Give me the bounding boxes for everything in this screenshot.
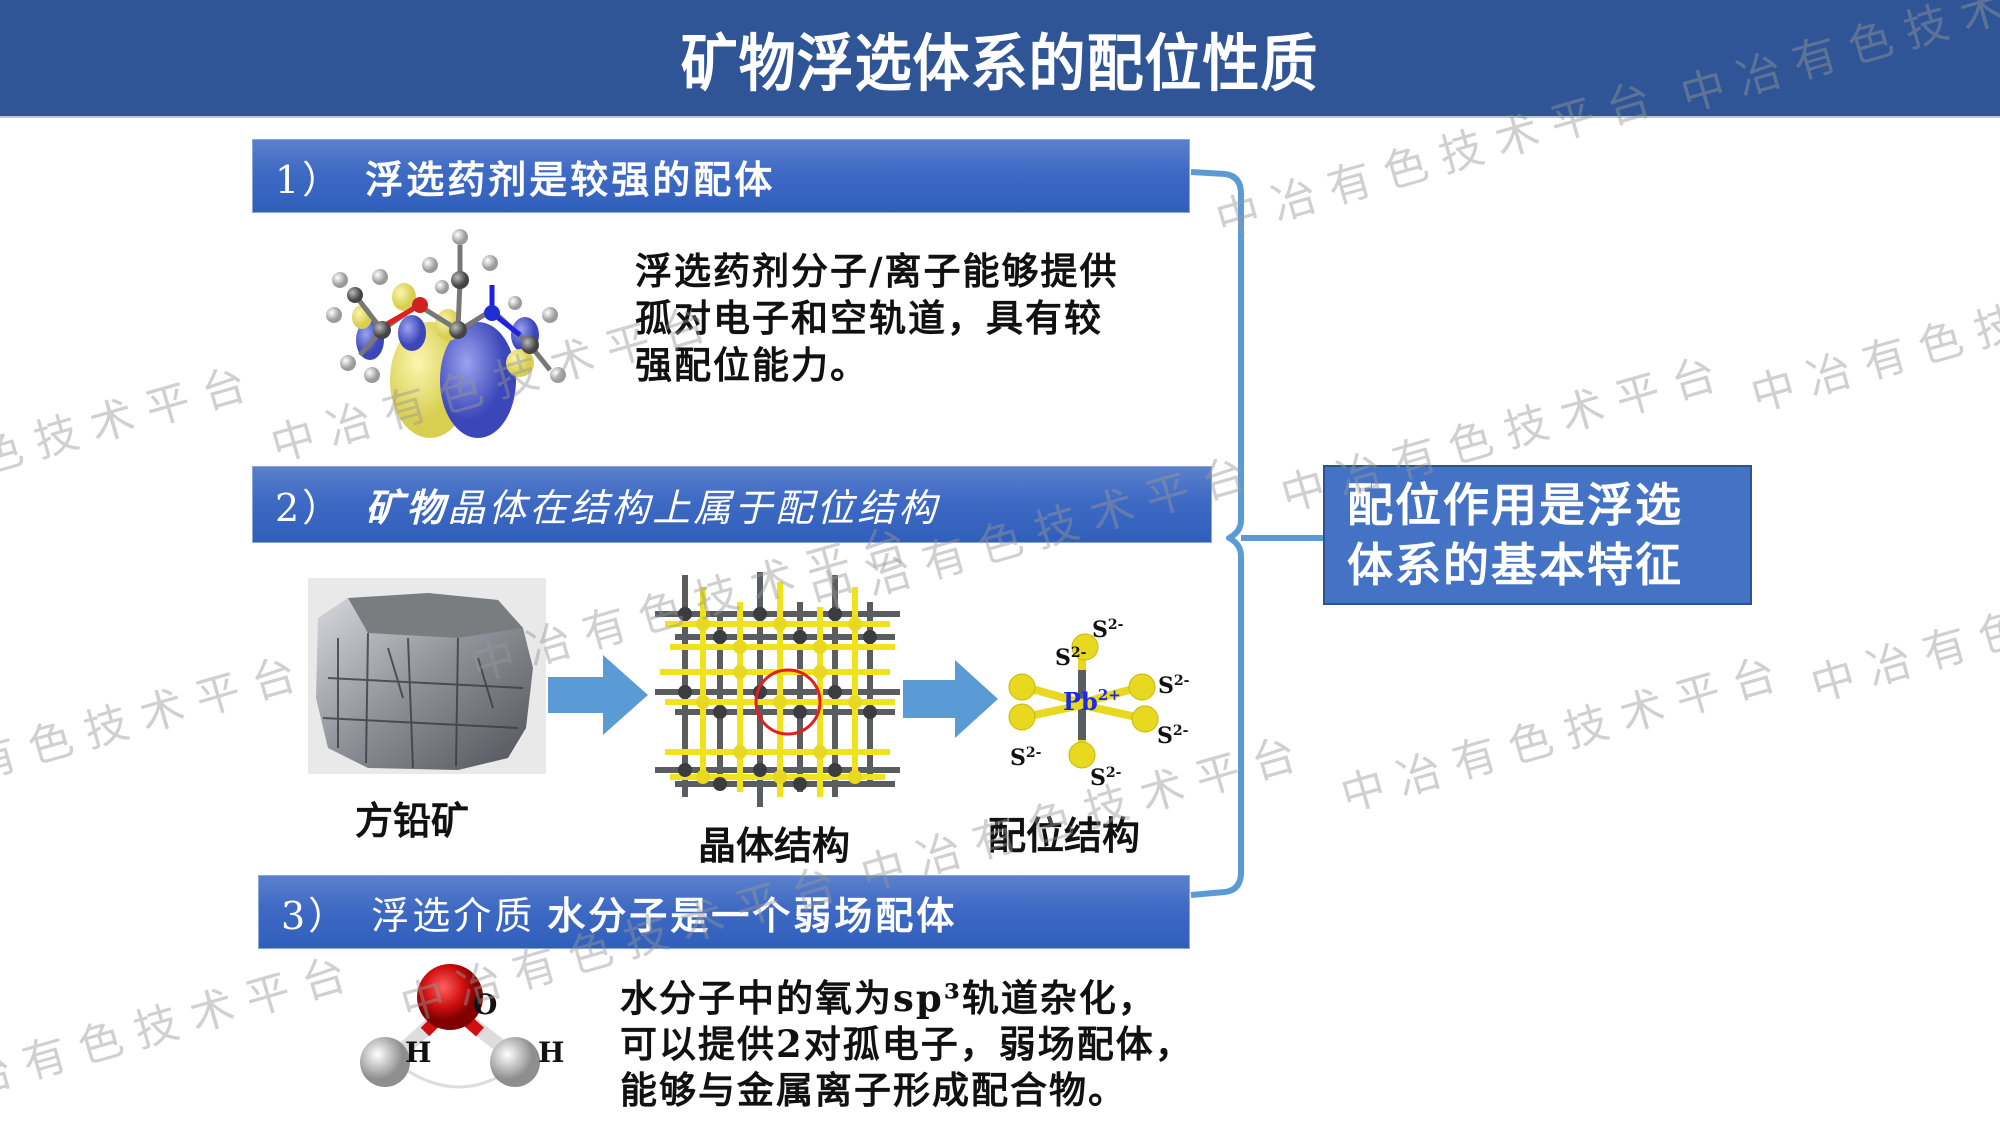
section-3-heading-bold: 水分子是一个弱场配体 xyxy=(547,892,958,938)
sulfide-label: S2- xyxy=(1055,645,1087,671)
section-1-header: 1） 浮选药剂是较强的配体 xyxy=(252,139,1190,213)
watermark: 中冶有色技术平台 xyxy=(0,355,266,533)
lead-ion-label: Pb2+ xyxy=(1063,686,1121,716)
reagent-molecule-figure xyxy=(326,229,566,438)
summary-line-1: 配位作用是浮选 xyxy=(1347,478,1683,532)
watermark: 中冶有色技术平台 xyxy=(1805,535,2000,713)
coordination-structure-figure: Pb2+ S2- S2- S2- S2- S2- S2- xyxy=(1008,617,1190,791)
section-1-heading: 浮选药剂是较强的配体 xyxy=(365,156,776,202)
section-3-description: 水分子中的氧为sp³轨道杂化， 可以提供2对孤电子，弱场配体， 能够与金属离子形… xyxy=(620,975,1194,1113)
summary-line-2: 体系的基本特征 xyxy=(1347,538,1683,592)
hydrogen-left-label: H xyxy=(405,1036,431,1069)
curly-bracket xyxy=(1190,169,1323,898)
galena-mineral-photo xyxy=(308,578,546,774)
title-bar: 矿物浮选体系的配位性质 xyxy=(0,0,2000,118)
watermark: 中冶有色技术平台 xyxy=(1335,645,1796,823)
oxygen-label: O xyxy=(473,988,497,1021)
section-3-heading: 浮选介质 xyxy=(371,893,536,938)
sulfide-label: S2- xyxy=(1010,745,1042,771)
section-1-description: 浮选药剂分子/离子能够提供 孤对电子和空轨道，具有较 强配位能力。 xyxy=(635,248,1119,389)
sulfide-label: S2- xyxy=(1090,765,1122,791)
section-1-line-1: 浮选药剂分子/离子能够提供 xyxy=(635,249,1119,293)
sulfide-label: S2- xyxy=(1157,723,1189,749)
summary-box: 配位作用是浮选 体系的基本特征 xyxy=(1323,465,1752,605)
watermark: 中冶有色技术平台 xyxy=(0,945,366,1123)
galena-caption: 方铅矿 xyxy=(355,798,470,843)
section-3-number: 3） xyxy=(281,893,350,938)
section-1-line-3: 强配位能力。 xyxy=(635,343,869,387)
crystal-structure-caption: 晶体结构 xyxy=(698,823,851,868)
watermark: 中冶有色技术平台 xyxy=(0,645,316,823)
section-1-number: 1） xyxy=(275,157,344,202)
section-2-heading: 晶体在结构上属于配位结构 xyxy=(447,486,940,530)
section-2-heading-bold: 矿物 xyxy=(365,485,448,530)
section-3-line-2: 可以提供2对孤电子，弱场配体， xyxy=(620,1022,1194,1066)
section-1-line-2: 孤对电子和空轨道，具有较 xyxy=(635,296,1103,340)
section-3-line-3: 能够与金属离子形成配合物。 xyxy=(620,1068,1127,1112)
crystal-lattice-figure xyxy=(655,572,900,807)
sulfide-label: S2- xyxy=(1158,673,1190,699)
hydrogen-right-label: H xyxy=(538,1036,564,1069)
page-title: 矿物浮选体系的配位性质 xyxy=(681,27,1319,100)
section-2-header: 2） 矿物 晶体在结构上属于配位结构 xyxy=(252,466,1212,543)
section-2-number: 2） xyxy=(275,486,344,530)
section-3-header: 3） 浮选介质 水分子是一个弱场配体 xyxy=(258,875,1190,949)
sulfide-label: S2- xyxy=(1092,617,1124,643)
watermark: 中冶有色技术平台 xyxy=(1745,245,2000,423)
arrow-right-icon xyxy=(903,660,998,738)
section-3-line-1: 水分子中的氧为sp³轨道杂化， xyxy=(620,976,1157,1020)
coordination-structure-caption: 配位结构 xyxy=(988,813,1141,858)
arrow-right-icon xyxy=(548,655,648,735)
water-molecule-figure: O H H xyxy=(360,964,564,1089)
